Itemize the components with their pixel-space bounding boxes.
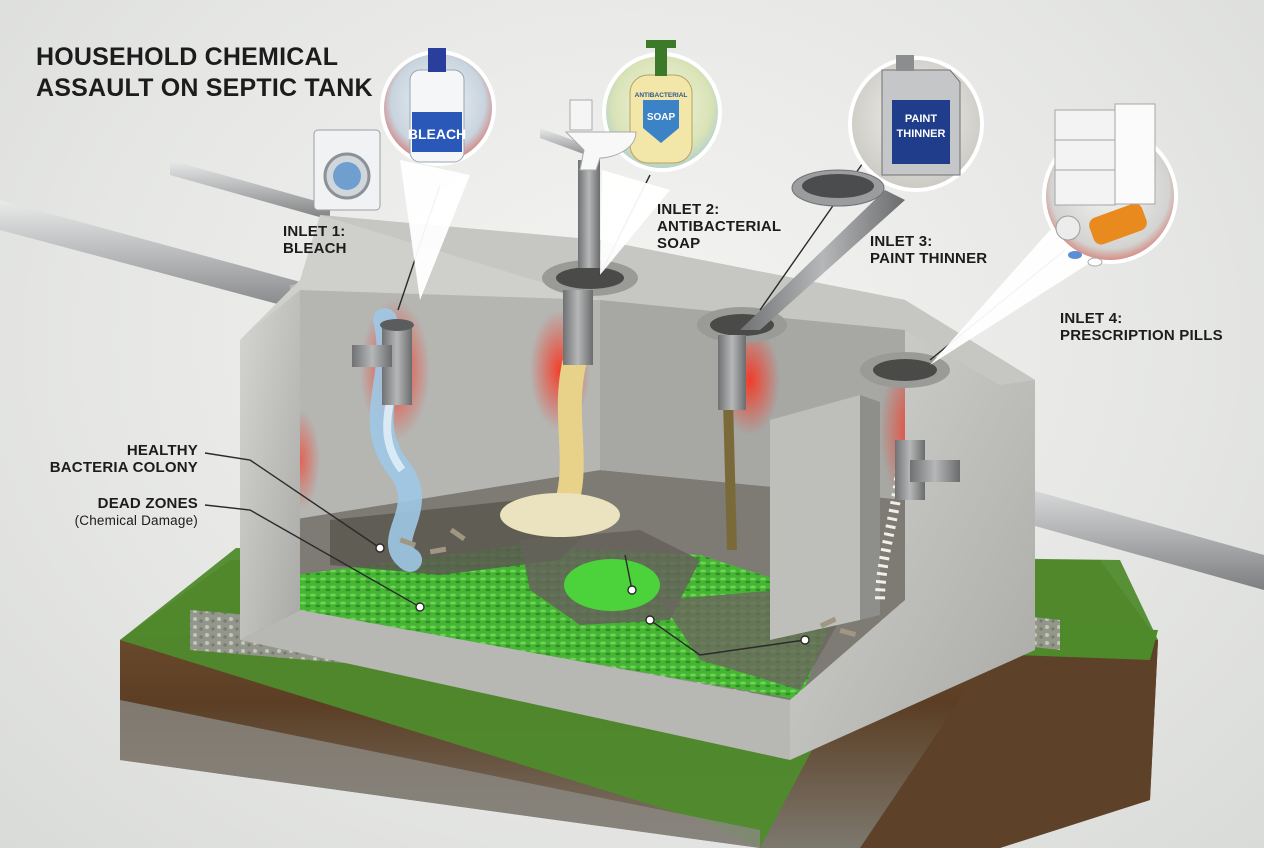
title-line-2: ASSAULT ON SEPTIC TANK [36, 73, 373, 102]
inlet-port-2 [542, 260, 638, 365]
soap-bottle-icon: ANTIBACTERIAL SOAP [629, 40, 693, 164]
bleach-bottle-label: BLEACH [408, 126, 466, 142]
inlet-2-chemical-2: SOAP [657, 234, 701, 252]
soap-bottle-label: SOAP [647, 112, 676, 123]
title-line-1: HOUSEHOLD CHEMICAL [36, 43, 339, 71]
bleach-bottle-icon: BLEACH [408, 48, 466, 163]
floor-drain-icon [791, 169, 885, 207]
paint-can-icon: PAINT THINNER [881, 55, 961, 176]
inlet-1-label: INLET 1: BLEACH [283, 223, 347, 258]
inlet-2-label: INLET 2: ANTIBACTERIAL SOAP [657, 201, 782, 252]
paint-can-label-2: THINNER [897, 128, 946, 140]
toilet-icon [564, 99, 637, 171]
washing-machine-icon [313, 129, 381, 211]
dead-line-1: DEAD ZONES [97, 495, 198, 512]
inlet-4-number: INLET 4: [1060, 310, 1123, 327]
septic-tank [240, 160, 1035, 760]
pointer-dot-2 [415, 602, 425, 612]
bubble-bleach: BLEACH [380, 48, 496, 300]
dead-line-2: (Chemical Damage) [74, 512, 198, 528]
dead-zones-callout: DEAD ZONES (Chemical Damage) [20, 495, 198, 528]
healthy-line-1: HEALTHY [126, 442, 198, 459]
debris [399, 527, 857, 637]
inlet-2-number: INLET 2: [657, 201, 720, 218]
inlet-2-chemical: ANTIBACTERIAL [657, 217, 782, 235]
pointer-dot-3 [627, 585, 637, 595]
soap-bottle-sublabel: ANTIBACTERIAL [635, 92, 688, 99]
pointer-healthy [204, 452, 381, 549]
medicine-cabinet-icon [1054, 103, 1156, 206]
pointer-healthy-2 [624, 554, 633, 591]
inlet-4-label: INLET 4: PRESCRIPTION PILLS [1060, 310, 1223, 345]
pointer-dot-4 [645, 615, 655, 625]
pointer-dead-2 [649, 619, 806, 656]
paint-can-label-1: PAINT [905, 113, 937, 125]
inlet-1-chemical: BLEACH [283, 239, 347, 257]
tank-partition [770, 395, 860, 640]
inlet-3-chemical: PAINT THINNER [870, 249, 988, 267]
healthy-line-2: BACTERIA COLONY [49, 458, 198, 476]
inlet-3-label: INLET 3: PAINT THINNER [870, 233, 988, 268]
pointer-dead [204, 504, 421, 608]
pointer-dot-5 [800, 635, 810, 645]
inlet-port-1 [352, 319, 414, 405]
healthy-bacteria-patch [564, 559, 660, 611]
inlet-4-chemical: PRESCRIPTION PILLS [1060, 326, 1223, 344]
healthy-bacteria-layer [295, 545, 840, 700]
pointer-dot-1 [375, 543, 385, 553]
inlet-3-number: INLET 3: [870, 233, 933, 250]
inflow-pipe-back [170, 128, 600, 220]
pill-bottle-icon [1055, 203, 1147, 267]
inlet-1-number: INLET 1: [283, 223, 346, 240]
healthy-bacteria-callout: HEALTHY BACTERIA COLONY [20, 442, 198, 477]
inlet-port-4 [860, 352, 960, 500]
page-title: HOUSEHOLD CHEMICAL ASSAULT ON SEPTIC TAN… [36, 42, 373, 103]
bubble-paint-thinner: PAINT THINNER [848, 55, 984, 192]
